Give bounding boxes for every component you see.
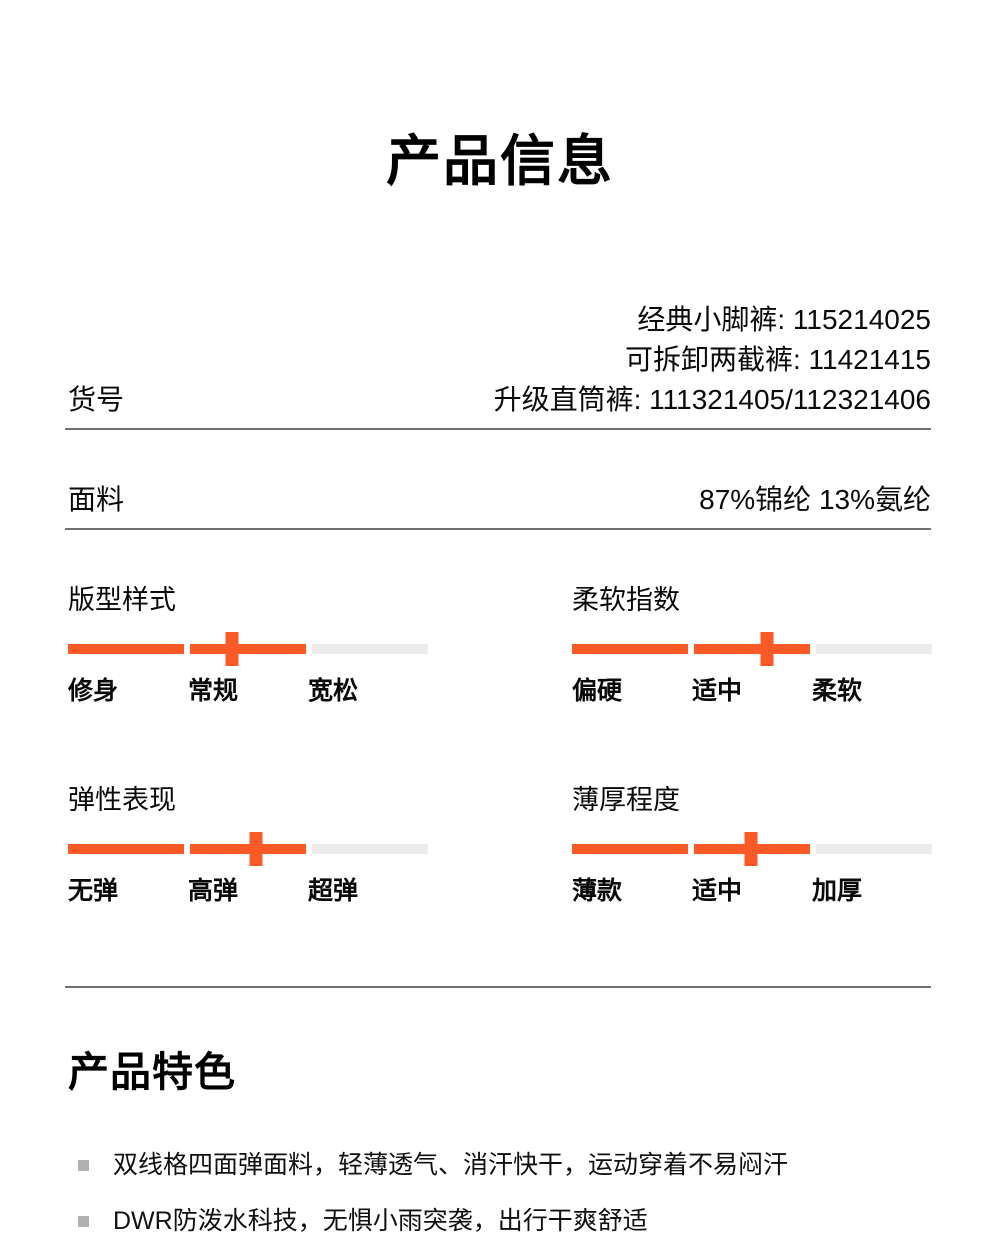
slider-labels: 无弹 高弹 超弹 [68,871,428,907]
slider-label: 薄款 [572,877,623,905]
slider-track [68,632,428,666]
spec-row-fabric: 面料 87%锦纶 13%氨纶 [65,472,931,530]
slider-label: 柔软 [812,677,863,705]
feature-item: DWR防泼水科技，无惧小雨突袭，出行干爽舒适 [78,1206,940,1236]
slider-label: 无弹 [68,877,119,905]
slider-title: 版型样式 [68,585,176,615]
slider-label: 偏硬 [572,677,623,705]
spec-value-fabric: 87%锦纶 13%氨纶 [699,484,931,515]
spec-label-fabric: 面料 [68,484,125,515]
page-title: 产品信息 [385,130,614,192]
slider-label: 常规 [188,677,239,705]
slider-label: 超弹 [308,877,359,905]
slider-marker [760,632,774,666]
slider-title: 薄厚程度 [572,785,680,815]
item-code-line: 可拆卸两截裤: 11421415 [624,344,931,375]
slider-labels: 薄款 适中 加厚 [572,871,932,907]
slider-label: 适中 [692,677,743,705]
slider-segment-filled [68,644,184,654]
slider-softness: 柔软指数 偏硬 适中 柔软 [572,583,932,707]
bullet-square-icon [78,1215,89,1227]
feature-item: 双线格四面弹面料，轻薄透气、消汗快干，运动穿着不易闷汗 [78,1150,940,1180]
slider-labels: 偏硬 适中 柔软 [572,671,932,707]
slider-segment-empty [312,844,428,854]
slider-segment-empty [816,644,932,654]
slider-segment-filled [694,644,810,654]
spec-values-item-number: 经典小脚裤: 115214025 可拆卸两截裤: 11421415 升级直筒裤:… [494,300,931,420]
slider-segment-empty [312,644,428,654]
slider-segment-empty [816,844,932,854]
slider-segment-filled [190,644,306,654]
slider-segments [572,644,932,654]
slider-labels: 修身 常规 宽松 [68,671,428,707]
item-code-line: 升级直筒裤: 111321405/112321406 [493,384,931,415]
slider-track [572,632,932,666]
item-code-line: 经典小脚裤: 115214025 [637,304,931,335]
slider-label: 宽松 [308,677,359,705]
slider-label: 适中 [692,877,743,905]
slider-thickness: 薄厚程度 薄款 适中 加厚 [572,783,932,907]
spec-row-item-number: 货号 经典小脚裤: 115214025 可拆卸两截裤: 11421415 升级直… [65,300,931,430]
section-divider [65,986,931,988]
slider-label: 高弹 [188,877,239,905]
slider-marker [225,632,239,666]
spec-label-item-number: 货号 [68,384,125,415]
slider-segments [68,844,428,854]
slider-segment-filled [190,844,306,854]
feature-text: DWR防泼水科技，无惧小雨突袭，出行干爽舒适 [113,1207,648,1235]
slider-label: 加厚 [812,877,863,905]
slider-track [68,832,428,866]
bullet-square-icon [78,1159,89,1171]
slider-title: 柔软指数 [572,585,680,615]
slider-label: 修身 [68,677,119,705]
slider-track [572,832,932,866]
slider-segments [68,644,428,654]
features-heading: 产品特色 [68,1049,236,1095]
feature-text: 双线格四面弹面料，轻薄透气、消汗快干，运动穿着不易闷汗 [113,1151,789,1179]
slider-segment-filled [572,844,688,854]
slider-fit-style: 版型样式 修身 常规 宽松 [68,583,428,707]
slider-marker [744,832,758,866]
slider-title: 弹性表现 [68,785,176,815]
slider-marker [249,832,263,866]
slider-elasticity: 弹性表现 无弹 高弹 超弹 [68,783,428,907]
slider-segment-filled [68,844,184,854]
slider-segment-filled [572,644,688,654]
